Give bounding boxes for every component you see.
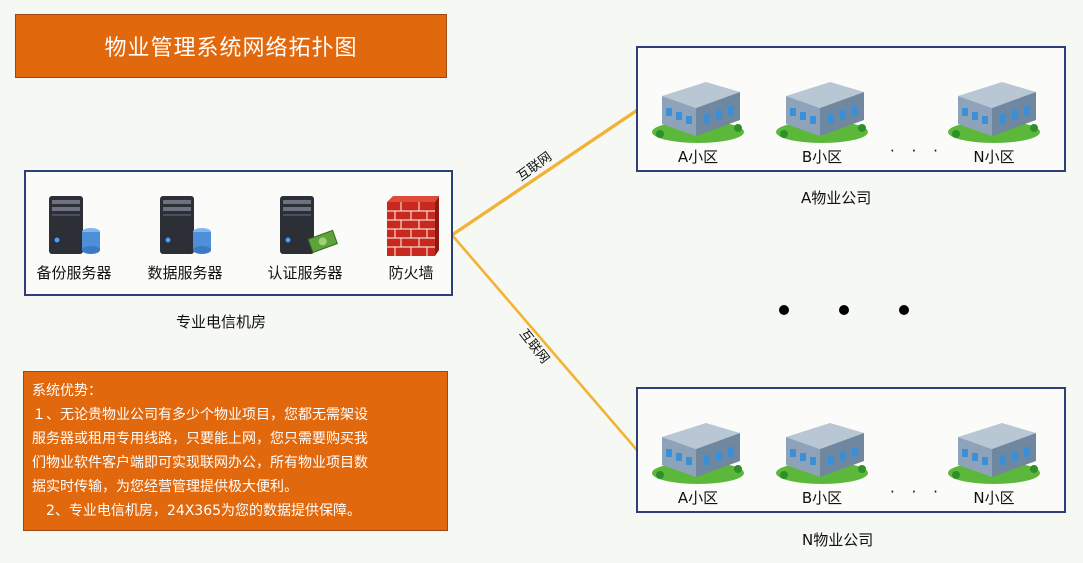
auth-server-label: 认证服务器	[267, 264, 343, 282]
community-n-building: N小区	[944, 403, 1044, 513]
firewall-icon	[387, 196, 439, 256]
building-icon	[776, 423, 868, 484]
community-a-building: A小区	[648, 62, 748, 172]
company-n-panel: A小区 B小区 · · · N小区	[636, 387, 1066, 513]
more-companies-dot	[779, 305, 789, 315]
community-b-building: B小区	[772, 403, 872, 513]
backup-server-node: 备份服务器	[19, 190, 129, 290]
more-communities-ellipsis: · · ·	[890, 483, 944, 501]
internet-link-bottom	[452, 233, 636, 451]
community-n-building: N小区	[944, 62, 1044, 172]
community-label: A小区	[677, 489, 719, 507]
building-icon	[948, 423, 1040, 484]
community-b-building: B小区	[772, 62, 872, 172]
community-label: B小区	[801, 489, 843, 507]
backup-server-icon	[49, 196, 100, 254]
more-companies-dot	[839, 305, 849, 315]
community-label: N小区	[973, 148, 1015, 166]
data-server-icon	[160, 196, 211, 254]
company-a-caption: A物业公司	[801, 189, 872, 207]
advantages-line-4: 据实时传输，为您经营管理提供极大便利。	[32, 479, 298, 495]
company-a-panel: A小区 B小区 · · · N小区	[636, 46, 1066, 172]
building-icon	[652, 82, 744, 143]
more-companies-dot	[899, 305, 909, 315]
diagram-title: 物业管理系统网络拓扑图	[15, 14, 447, 78]
server-room-caption: 专业电信机房	[176, 313, 267, 331]
more-communities-ellipsis: · · ·	[890, 142, 944, 160]
community-a-building: A小区	[648, 403, 748, 513]
server-room-panel: 备份服务器 数据服务器 认证服务器	[24, 170, 453, 296]
backup-server-label: 备份服务器	[36, 264, 112, 282]
building-icon	[652, 423, 744, 484]
auth-server-icon	[280, 196, 338, 254]
advantages-line-3: 们物业软件客户端即可实现联网办公，所有物业项目数	[32, 455, 368, 471]
community-label: A小区	[677, 148, 719, 166]
advantages-line-2: 服务器或租用专用线路，只要能上网，您只需要购买我	[32, 431, 368, 447]
auth-server-node: 认证服务器	[250, 190, 360, 290]
firewall-label: 防火墙	[388, 264, 434, 282]
building-icon	[948, 82, 1040, 143]
community-label: N小区	[973, 489, 1015, 507]
firewall-node: 防火墙	[356, 190, 466, 290]
internet-link-top	[452, 109, 636, 237]
advantages-line-5: 2、专业电信机房，24X365为您的数据提供保障。	[32, 503, 362, 519]
building-icon	[776, 82, 868, 143]
advantages-line-1: １、无论贵物业公司有多少个物业项目，您都无需架设	[32, 407, 368, 423]
data-server-label: 数据服务器	[147, 264, 223, 282]
community-label: B小区	[801, 148, 843, 166]
advantages-box: 系统优势： １、无论贵物业公司有多少个物业项目，您都无需架设 服务器或租用专用线…	[23, 371, 448, 531]
advantages-heading: 系统优势：	[32, 383, 102, 399]
data-server-node: 数据服务器	[130, 190, 240, 290]
company-n-caption: N物业公司	[802, 531, 874, 549]
